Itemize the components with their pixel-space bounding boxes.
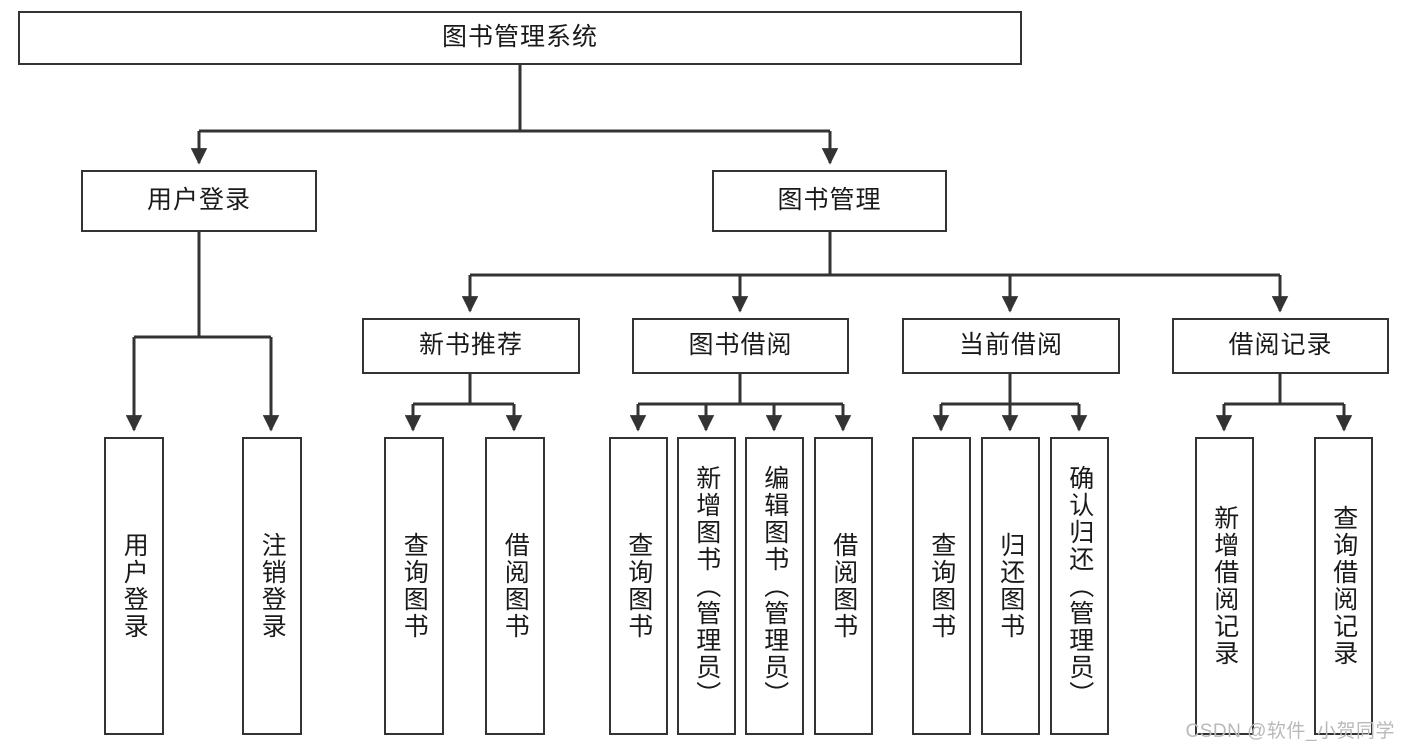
node-leaf-query-book-3[interactable]: 查询图书 — [912, 437, 971, 735]
node-user-login[interactable]: 用户登录 — [81, 170, 317, 232]
node-leaf-add-book-label: 新增图书（管理员） — [692, 464, 721, 708]
node-leaf-confirm-return[interactable]: 确认归还（管理员） — [1050, 437, 1109, 735]
node-leaf-user-login[interactable]: 用户登录 — [104, 437, 164, 735]
node-borrow-record-label: 借阅记录 — [1228, 331, 1333, 360]
node-leaf-query-record-label: 查询借阅记录 — [1329, 505, 1358, 667]
node-book-management[interactable]: 图书管理 — [712, 170, 947, 232]
node-book-borrow[interactable]: 图书借阅 — [632, 318, 849, 374]
node-leaf-add-record-label: 新增借阅记录 — [1210, 505, 1239, 667]
node-leaf-user-logout-label: 注销登录 — [258, 532, 287, 640]
node-leaf-borrow-book-2-label: 借阅图书 — [829, 532, 858, 640]
node-leaf-query-record[interactable]: 查询借阅记录 — [1314, 437, 1373, 735]
node-leaf-return-book[interactable]: 归还图书 — [981, 437, 1040, 735]
node-leaf-add-record[interactable]: 新增借阅记录 — [1195, 437, 1254, 735]
node-current-borrow-label: 当前借阅 — [958, 331, 1063, 360]
node-current-borrow[interactable]: 当前借阅 — [902, 318, 1120, 374]
node-leaf-borrow-book-2[interactable]: 借阅图书 — [814, 437, 873, 735]
node-leaf-edit-book[interactable]: 编辑图书（管理员） — [745, 437, 804, 735]
node-new-book-recommend[interactable]: 新书推荐 — [362, 318, 580, 374]
node-leaf-query-book-2[interactable]: 查询图书 — [609, 437, 668, 735]
node-user-login-label: 用户登录 — [146, 186, 251, 215]
node-leaf-confirm-return-label: 确认归还（管理员） — [1065, 464, 1094, 708]
node-leaf-query-book-2-label: 查询图书 — [624, 532, 653, 640]
node-leaf-user-login-label: 用户登录 — [120, 532, 149, 640]
node-leaf-borrow-book-1[interactable]: 借阅图书 — [485, 437, 545, 735]
node-root-label: 图书管理系统 — [441, 23, 598, 52]
node-leaf-borrow-book-1-label: 借阅图书 — [501, 532, 530, 640]
node-leaf-edit-book-label: 编辑图书（管理员） — [760, 464, 789, 708]
node-book-management-label: 图书管理 — [777, 186, 882, 215]
node-leaf-query-book-1-label: 查询图书 — [400, 532, 429, 640]
watermark: CSDN @软件_小贺同学 — [1185, 721, 1395, 742]
node-leaf-return-book-label: 归还图书 — [996, 532, 1025, 640]
node-leaf-query-book-3-label: 查询图书 — [927, 532, 956, 640]
node-leaf-add-book[interactable]: 新增图书（管理员） — [677, 437, 736, 735]
node-borrow-record[interactable]: 借阅记录 — [1172, 318, 1389, 374]
node-new-book-recommend-label: 新书推荐 — [418, 331, 523, 360]
node-root[interactable]: 图书管理系统 — [18, 11, 1022, 65]
node-leaf-query-book-1[interactable]: 查询图书 — [384, 437, 444, 735]
node-book-borrow-label: 图书借阅 — [688, 331, 793, 360]
node-leaf-user-logout[interactable]: 注销登录 — [242, 437, 302, 735]
